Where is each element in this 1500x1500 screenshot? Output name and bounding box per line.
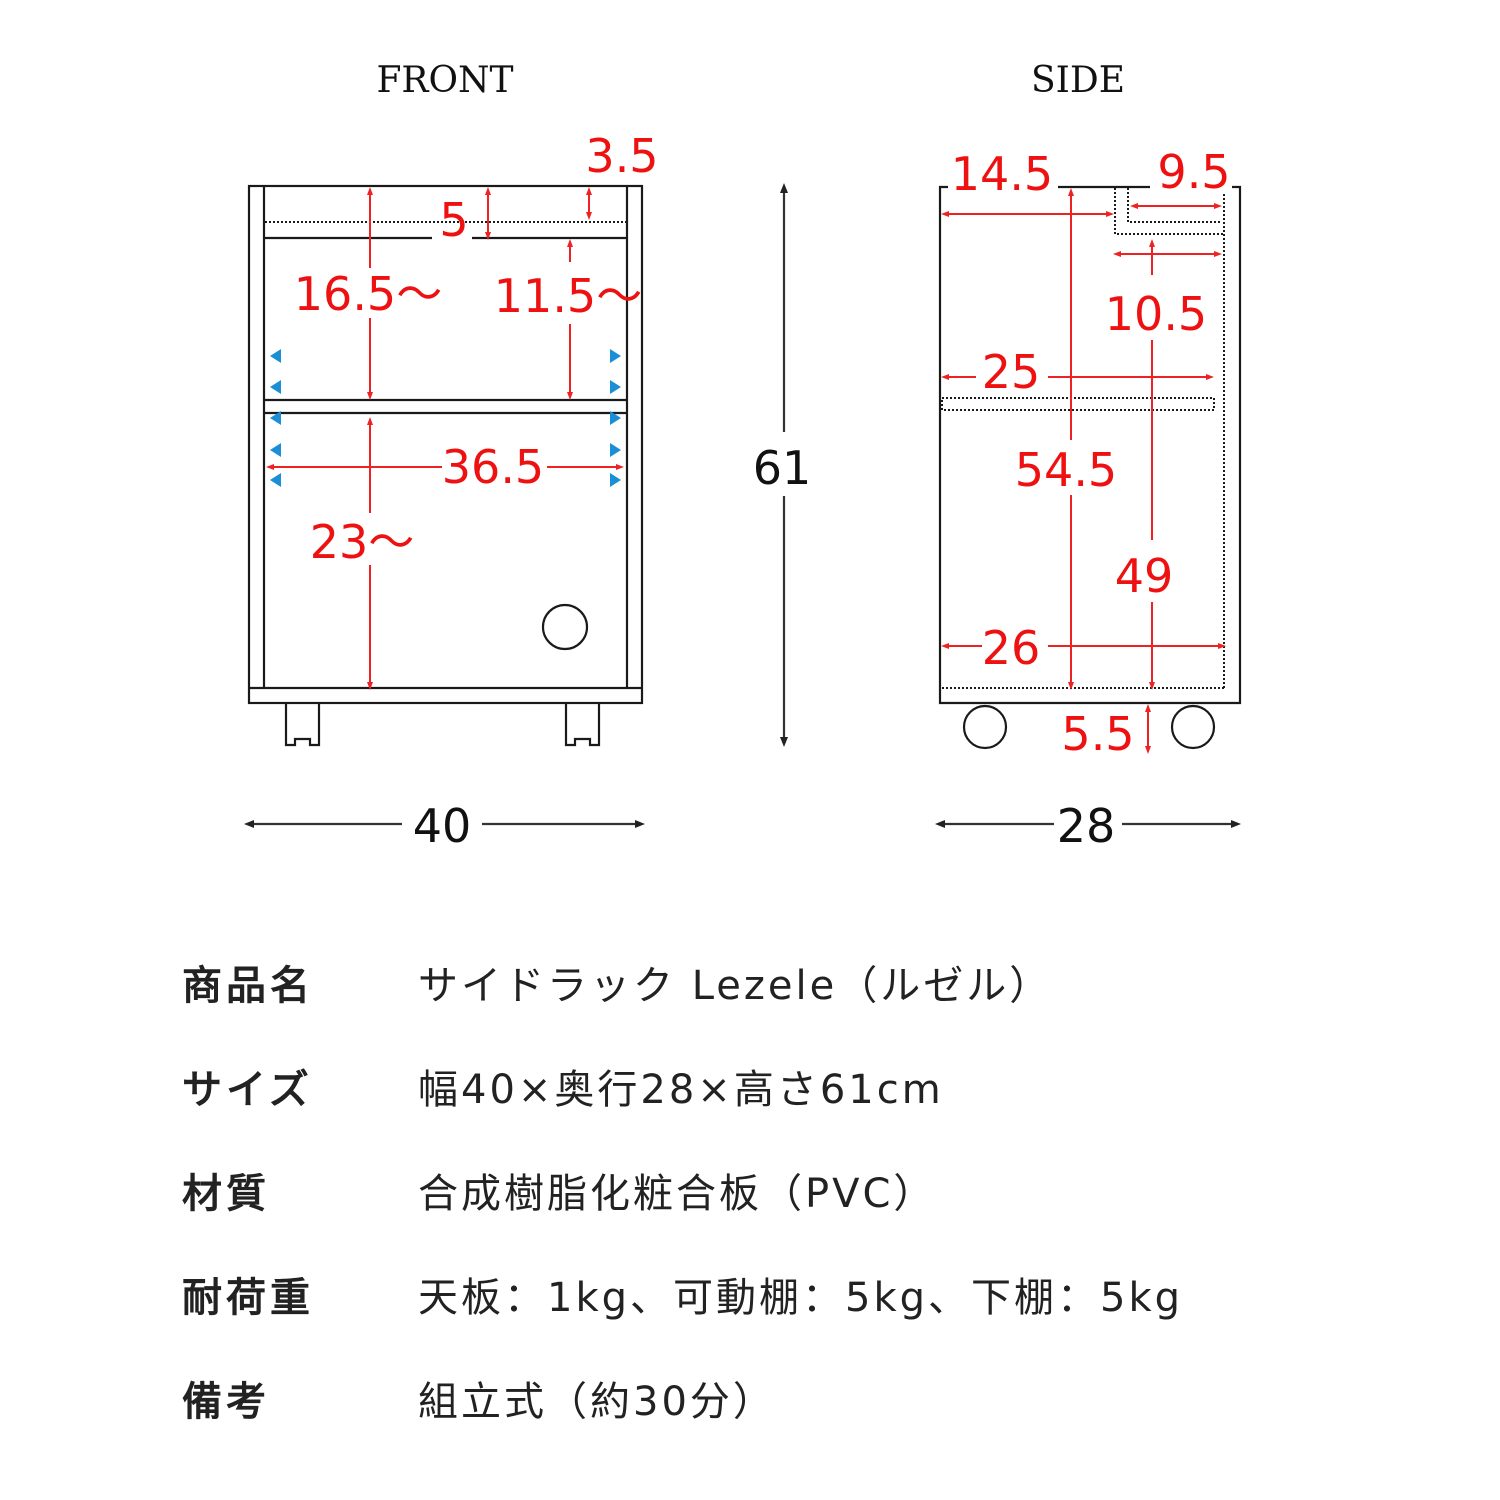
height-label: 61 (753, 441, 812, 495)
spec-value: 合成樹脂化粧合板（PVC） (418, 1171, 937, 1217)
spec-label: サイズ (182, 1067, 313, 1113)
spec-value: サイドラック Lezele（ルゼル） (418, 963, 1053, 1009)
front-drawer-gap-label: 5 (439, 193, 468, 247)
side-bottom-depth-label: 26 (982, 621, 1041, 675)
front-dimension-lines (266, 187, 624, 690)
dimension-diagram: FRONT (244, 60, 1242, 853)
side-view: SIDE (935, 60, 1242, 853)
spec-value: 組立式（約30分） (418, 1379, 776, 1425)
caster-front-icon (962, 704, 1008, 750)
spec-row-size: サイズ 幅40×奥行28×高さ61cm (182, 1034, 1382, 1138)
front-cabinet-outline (247, 184, 644, 747)
height-dimension: 61 (753, 183, 812, 747)
side-shelf-depth-label: 25 (982, 345, 1041, 399)
side-top-right-depth-label: 9.5 (1157, 145, 1230, 199)
spec-label: 材質 (182, 1171, 270, 1217)
side-title: SIDE (1031, 60, 1125, 101)
front-width-label: 40 (413, 799, 472, 853)
foot-left-icon (284, 703, 321, 747)
spec-label: 商品名 (182, 963, 314, 1009)
foot-right-icon (564, 703, 601, 747)
front-title: FRONT (376, 60, 513, 101)
side-inner-height-label: 54.5 (1015, 443, 1117, 497)
spec-table: 商品名 サイドラック Lezele（ルゼル） サイズ 幅40×奥行28×高さ61… (182, 930, 1382, 1450)
front-lower-label: 23～ (310, 515, 415, 569)
side-cabinet-outline (938, 185, 1242, 750)
front-upper-left-label: 16.5～ (294, 267, 442, 321)
side-mid-height-label: 10.5 (1105, 287, 1207, 341)
front-upper-right-label: 11.5～ (494, 269, 642, 323)
caster-back-icon (1170, 704, 1216, 750)
spec-row-notes: 備考 組立式（約30分） (182, 1346, 1382, 1450)
spec-label: 耐荷重 (182, 1275, 314, 1321)
front-view: FRONT (244, 60, 659, 853)
spec-value: 幅40×奥行28×高さ61cm (418, 1067, 944, 1113)
spec-row-product-name: 商品名 サイドラック Lezele（ルゼル） (182, 930, 1382, 1034)
side-caster-height-label: 5.5 (1061, 707, 1134, 761)
knob-icon (541, 603, 589, 651)
front-top-gap-label: 3.5 (585, 129, 658, 183)
spec-row-material: 材質 合成樹脂化粧合板（PVC） (182, 1138, 1382, 1242)
side-top-left-depth-label: 14.5 (951, 147, 1053, 201)
spec-row-load-capacity: 耐荷重 天板：1kg、可動棚：5kg、下棚：5kg (182, 1242, 1382, 1346)
front-inner-width-label: 36.5 (442, 440, 544, 494)
shelf-position-markers (270, 349, 621, 487)
spec-label: 備考 (182, 1379, 270, 1425)
spec-value: 天板：1kg、可動棚：5kg、下棚：5kg (418, 1275, 1184, 1321)
side-dimension-lines (941, 188, 1226, 754)
side-depth-label: 28 (1057, 799, 1116, 853)
side-lower-height-label: 49 (1115, 549, 1174, 603)
